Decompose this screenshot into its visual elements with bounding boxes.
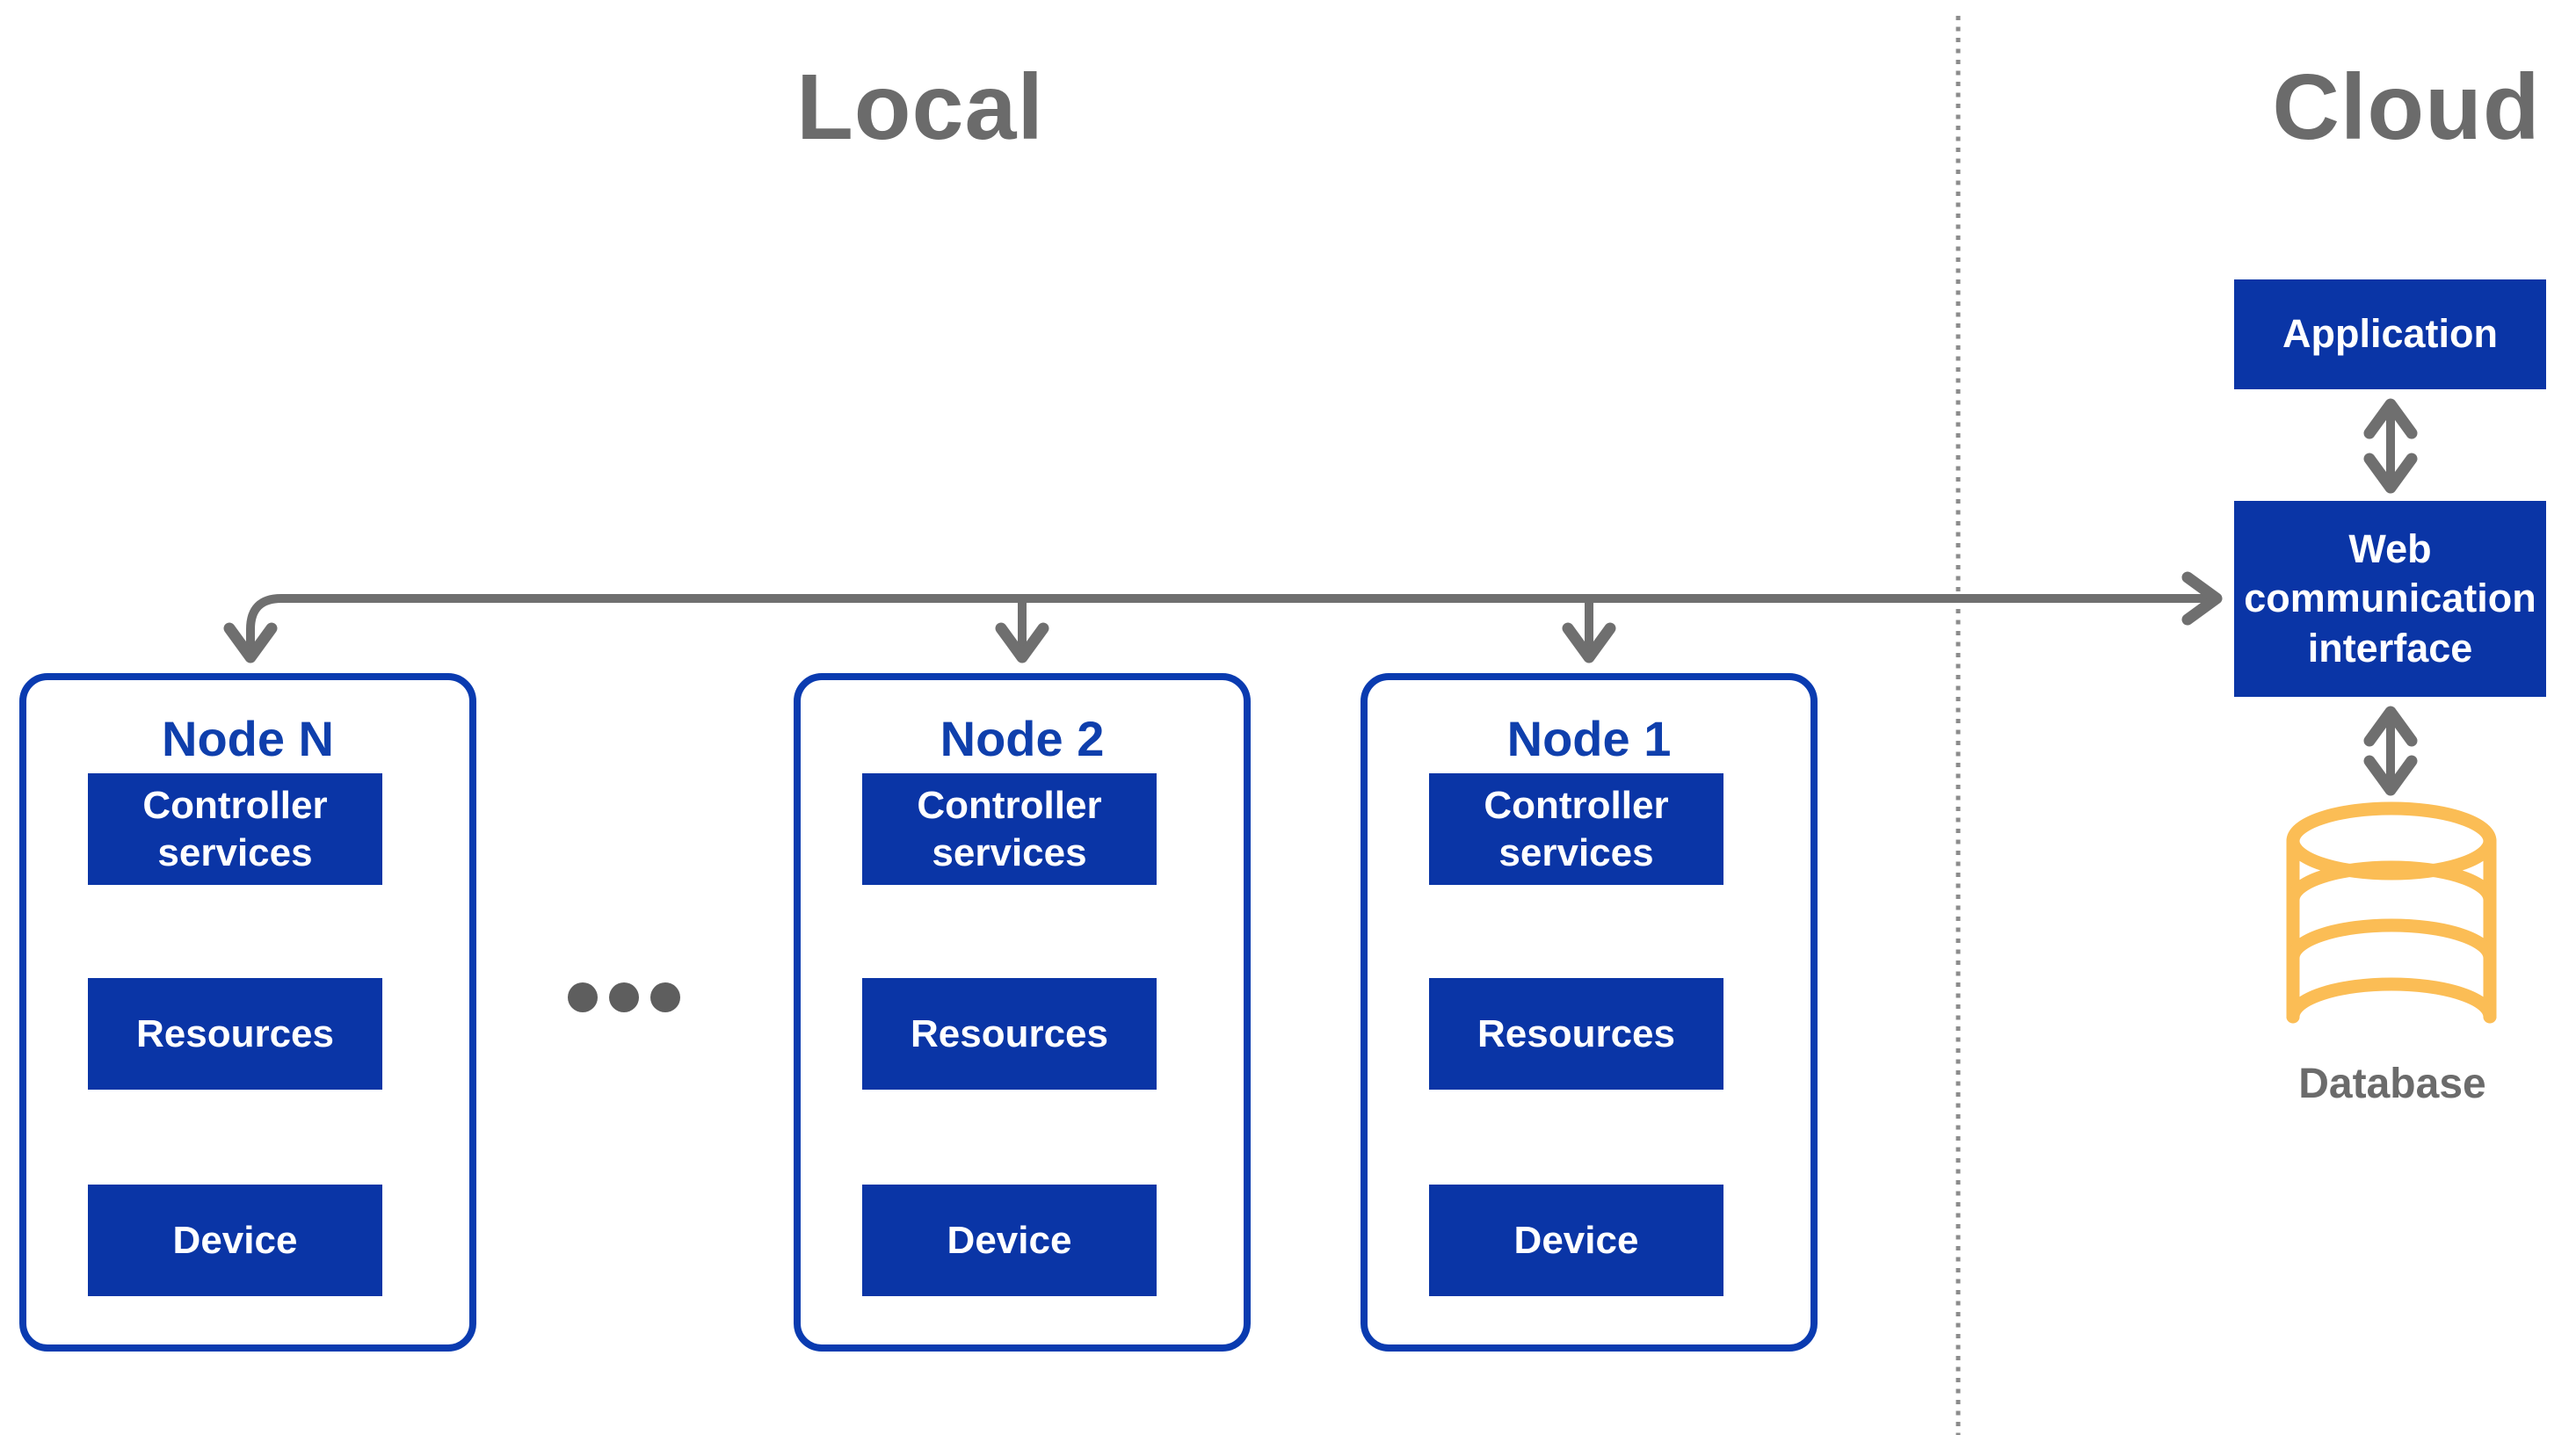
local-zone-title: Local [796,55,1044,159]
cloud-zone-title: Cloud [2272,55,2541,159]
node-1-controller-services-block: Controller services [1429,773,1723,885]
web-communication-interface-block: Web communication interface [2234,501,2546,697]
ellipsis-dot [650,982,680,1012]
application-block: Application [2234,279,2546,389]
node-2-controller-services-block: Controller services [862,773,1157,885]
node-2-device-block: Device [862,1185,1157,1296]
node-2-resources-block: Resources [862,978,1157,1090]
database-cylinder-icon [2286,801,2497,1024]
node-n-resources-block: Resources [88,978,382,1090]
node-2-container: Node 2 Controller services Resources Dev… [794,673,1251,1352]
node-n-container: Node N Controller services Resources Dev… [19,673,476,1352]
node-1-title: Node 1 [1506,711,1672,766]
node-1-container: Node 1 Controller services Resources Dev… [1361,673,1818,1352]
more-nodes-ellipsis [568,982,680,1012]
node-n-device-block: Device [88,1185,382,1296]
ellipsis-dot [609,982,639,1012]
ellipsis-dot [568,982,598,1012]
node-n-title: Node N [162,711,334,766]
database-label: Database [2298,1061,2486,1107]
node-n-controller-services-block: Controller services [88,773,382,885]
node-1-device-block: Device [1429,1185,1723,1296]
bus-line-arrow [223,571,2223,663]
node-2-title: Node 2 [940,711,1105,766]
node-1-resources-block: Resources [1429,978,1723,1090]
